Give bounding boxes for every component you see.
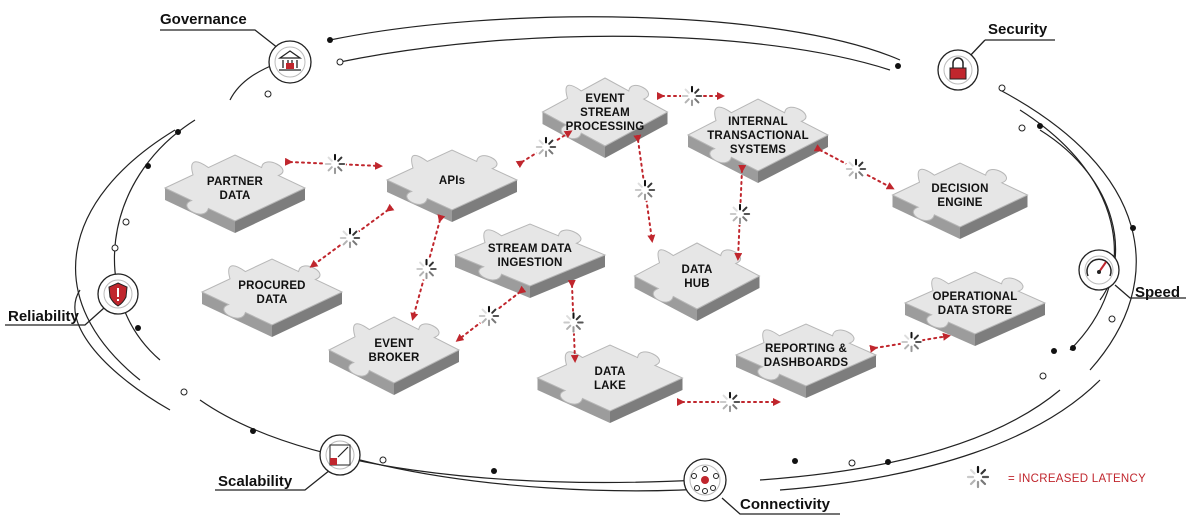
piece-sdi: STREAM DATA INGESTION — [453, 223, 607, 298]
piece-partner: PARTNER DATA — [163, 154, 307, 233]
arrow-apis-esp — [515, 130, 573, 169]
arrow-sdi-broker — [455, 285, 527, 342]
piece-label: DECISION — [931, 183, 988, 195]
piece-label: BROKER — [368, 352, 420, 364]
capability-speed: Speed — [1078, 249, 1186, 301]
piece-label: OPERATIONAL — [932, 291, 1017, 303]
piece-label: SYSTEMS — [730, 144, 786, 156]
piece-apis: APIs — [385, 149, 519, 222]
capability-scalability: Scalability — [215, 434, 361, 491]
piece-label: INGESTION — [497, 257, 562, 269]
governance-label: Governance — [160, 11, 247, 28]
piece-ods: OPERATIONAL DATA STORE — [903, 271, 1047, 346]
orbit-rings — [74, 16, 1137, 492]
network-icon — [691, 466, 719, 494]
puzzle-pieces: PARTNERDATAPROCUREDDATAAPIsEVENTSTREAMPR… — [163, 77, 1047, 423]
piece-label: DATA — [256, 294, 287, 306]
piece-broker: EVENT BROKER — [327, 316, 461, 395]
legend-text: = INCREASED LATENCY — [1008, 473, 1146, 485]
piece-esp: EVENT STREAM PROCESSING — [541, 77, 669, 158]
piece-label: DATA STORE — [938, 305, 1013, 317]
scalability-label: Scalability — [218, 473, 293, 490]
legend: = INCREASED LATENCY — [966, 465, 1146, 489]
piece-label: DATA — [681, 264, 712, 276]
piece-procured: PROCURED DATA — [200, 258, 344, 337]
piece-label: PROCESSING — [566, 121, 645, 133]
capability-reliability: Reliability — [5, 273, 139, 326]
piece-lake: DATA LAKE — [536, 344, 684, 423]
piece-label: STREAM — [580, 107, 630, 119]
piece-label: STREAM DATA — [488, 243, 572, 255]
piece-label: DATA — [594, 366, 625, 378]
capability-connectivity: Connectivity — [683, 458, 840, 515]
piece-label: APIs — [439, 175, 465, 187]
reliability-label: Reliability — [8, 308, 80, 325]
shield-alert-icon — [108, 282, 128, 307]
capability-governance: Governance — [160, 11, 312, 84]
piece-label: INTERNAL — [728, 116, 788, 128]
piece-label: TRANSACTIONAL — [707, 130, 809, 142]
connectivity-label: Connectivity — [740, 496, 831, 513]
lock-icon — [949, 57, 967, 80]
piece-label: DASHBOARDS — [764, 357, 849, 369]
spinner-icon — [966, 465, 990, 489]
piece-label: PARTNER — [207, 176, 264, 188]
piece-label: LAKE — [594, 380, 626, 392]
piece-label: HUB — [684, 278, 710, 290]
arrow-its-decision — [813, 144, 895, 190]
speed-label: Speed — [1135, 284, 1180, 301]
security-label: Security — [988, 21, 1048, 38]
piece-its: INTERNAL TRANSACTIONAL SYSTEMS — [686, 98, 830, 183]
piece-label: EVENT — [374, 338, 413, 350]
resize-icon — [329, 444, 351, 466]
piece-label: ENGINE — [937, 197, 982, 209]
piece-reporting: REPORTING & DASHBOARDS — [734, 323, 878, 398]
piece-label: DATA — [219, 190, 250, 202]
piece-decision: DECISION ENGINE — [891, 162, 1029, 239]
piece-label: PROCURED — [238, 280, 305, 292]
piece-label: REPORTING & — [765, 343, 847, 355]
piece-label: EVENT — [585, 93, 624, 105]
speedometer-icon — [1086, 258, 1112, 277]
capability-security: Security — [937, 21, 1055, 91]
connections — [284, 85, 951, 413]
piece-datahub: DATA HUB — [633, 242, 761, 321]
